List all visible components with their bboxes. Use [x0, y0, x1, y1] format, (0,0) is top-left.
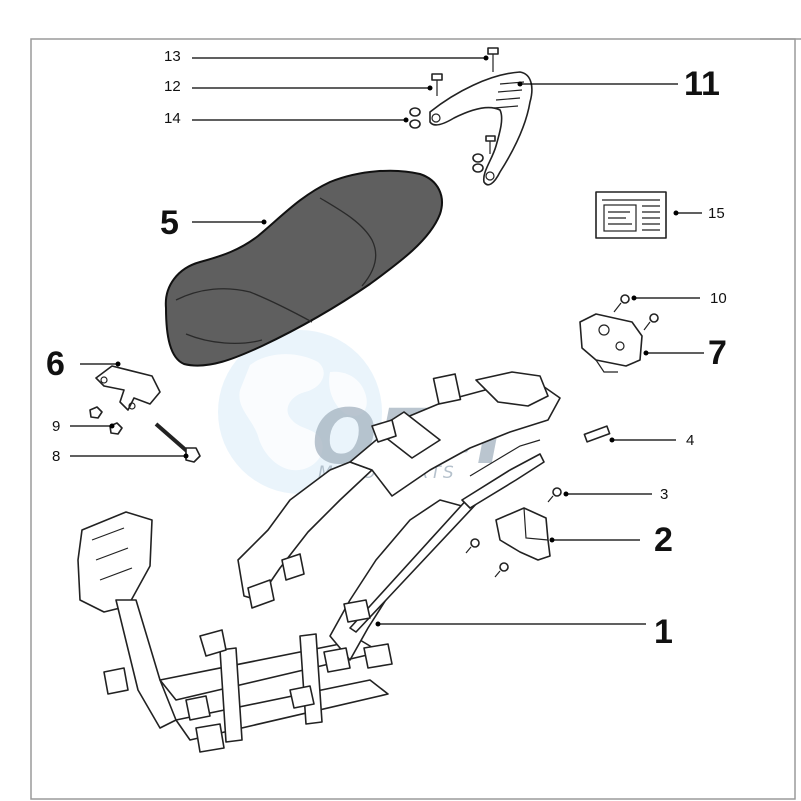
callout-12: 12 [164, 78, 181, 95]
globe-icon [218, 330, 382, 494]
callout-5: 5 [160, 204, 179, 242]
rear-carrier-part [429, 71, 533, 186]
callout-11: 11 [684, 65, 720, 103]
pin-4-part [583, 425, 611, 443]
callout-1: 1 [654, 613, 673, 651]
callout-13: 13 [164, 48, 181, 65]
callout-15: 15 [708, 205, 725, 222]
screw-10-part [613, 294, 659, 331]
callout-2: 2 [654, 521, 673, 559]
callout-10: 10 [710, 290, 727, 307]
seat-bracket-part [95, 365, 161, 411]
diagram-frame [30, 38, 796, 800]
cover-bracket-2-part [495, 507, 551, 561]
label-sticker-part [595, 191, 667, 239]
callout-labels: 13 12 14 11 5 15 10 7 6 9 8 4 3 2 1 [46, 48, 727, 651]
lock-bracket-part [579, 313, 643, 373]
callout-4: 4 [686, 432, 694, 449]
callout-9: 9 [52, 418, 60, 435]
callout-7: 7 [708, 334, 727, 372]
callout-8: 8 [52, 448, 60, 465]
bolt-12-part [431, 73, 443, 96]
callout-3: 3 [660, 486, 668, 503]
callout-6: 6 [46, 345, 65, 383]
washers-14-part [409, 107, 496, 173]
leader-lines [70, 55, 704, 627]
nut-9-part [89, 406, 123, 435]
screw-3-part [465, 487, 562, 578]
chassis-frame-part [77, 371, 561, 753]
bolt-13-part [487, 47, 499, 72]
callout-14: 14 [164, 110, 181, 127]
bolt-8-part [154, 422, 201, 463]
seat-part [164, 169, 443, 367]
